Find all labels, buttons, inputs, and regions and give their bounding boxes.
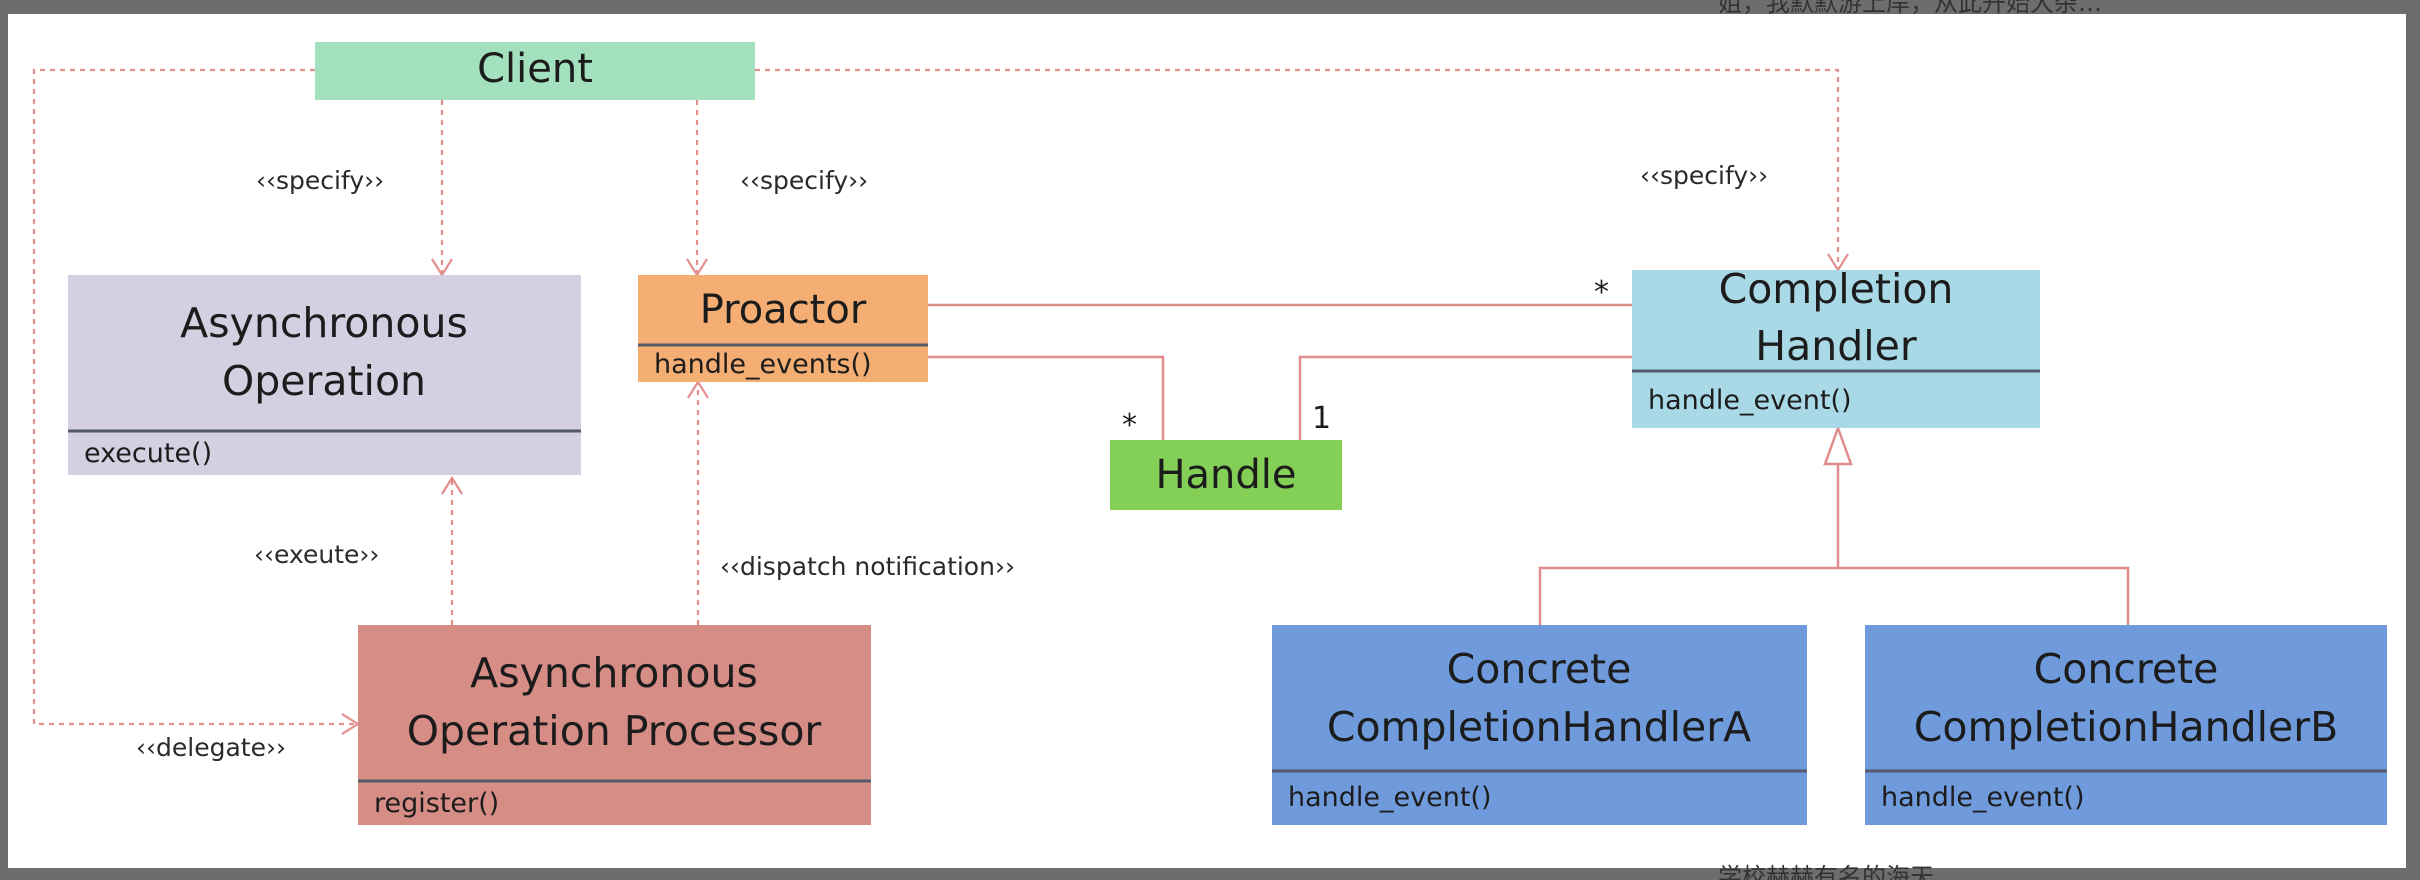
- specify-label-left: ‹‹specify››: [256, 166, 384, 195]
- completion-handler-box: [1632, 270, 2040, 428]
- class-proactor: Proactor handle_events(): [638, 275, 928, 382]
- concrete-b-box: [1865, 625, 2387, 825]
- class-client: Client: [315, 42, 755, 100]
- concrete-a-title-line1: Concrete: [1447, 645, 1632, 693]
- async-operation-title-line1: Asynchronous: [180, 299, 468, 347]
- generalization-triangle: [1823, 424, 1853, 466]
- proactor-box: [638, 275, 928, 382]
- async-operation-title-line2: Operation: [222, 357, 426, 405]
- proactor-title: Proactor: [700, 287, 867, 333]
- concrete-b-title-line2: CompletionHandlerB: [1914, 703, 2338, 751]
- exeute-label: ‹‹exeute››: [254, 540, 379, 569]
- overlay-caption-top: 姐，我默默游上岸，从此开始大杂…: [1718, 0, 2102, 14]
- specify-label-right: ‹‹specify››: [1640, 161, 1768, 190]
- class-concrete-handler-a: Concrete CompletionHandlerA handle_event…: [1272, 625, 1807, 825]
- class-concrete-handler-b: Concrete CompletionHandlerB handle_event…: [1865, 625, 2387, 825]
- multiplicity-proactor-completion: *: [1594, 275, 1609, 310]
- generalization-branch: [1538, 566, 2130, 625]
- class-async-operation-processor: Asynchronous Operation Processor registe…: [358, 625, 871, 825]
- handler-handle-association: [1298, 355, 1632, 440]
- async-operation-method: execute(): [84, 438, 212, 469]
- specify-label-middle: ‹‹specify››: [740, 166, 868, 195]
- delegate-connector: [32, 68, 358, 726]
- handle-box: [1110, 440, 1342, 510]
- client-title: Client: [477, 46, 593, 92]
- dispatch-notification-label: ‹‹dispatch notification››: [720, 552, 1015, 581]
- async-operation-box: [68, 275, 581, 475]
- concrete-a-box: [1272, 625, 1807, 825]
- concrete-b-method: handle_event(): [1881, 782, 2085, 813]
- processor-method: register(): [374, 788, 499, 819]
- class-completion-handler: Completion Handler handle_event(): [1632, 265, 2040, 428]
- completion-handler-method: handle_event(): [1648, 385, 1852, 416]
- concrete-b-title-line1: Concrete: [2034, 645, 2219, 693]
- processor-title-line2: Operation Processor: [407, 707, 822, 755]
- delegate-label: ‹‹delegate››: [136, 733, 286, 762]
- class-asynchronous-operation: Asynchronous Operation execute(): [68, 275, 581, 475]
- proactor-handle-association: [928, 355, 1165, 440]
- completion-handler-title-line2: Handler: [1755, 322, 1917, 370]
- concrete-a-title-line2: CompletionHandlerA: [1327, 703, 1751, 751]
- client-box: [315, 42, 755, 100]
- completion-handler-title-line1: Completion: [1719, 265, 1954, 313]
- concrete-a-method: handle_event(): [1288, 782, 1492, 813]
- processor-title-line1: Asynchronous: [470, 649, 758, 697]
- multiplicity-proactor-handle: *: [1122, 408, 1137, 443]
- proactor-method: handle_events(): [654, 349, 872, 380]
- handle-title: Handle: [1155, 452, 1296, 498]
- processor-box: [358, 625, 871, 825]
- exeute-arrowhead: [441, 475, 463, 495]
- class-handle: Handle: [1110, 440, 1342, 510]
- specify-connector-right: [755, 68, 1840, 270]
- multiplicity-handler-handle: 1: [1312, 401, 1331, 436]
- overlay-caption-bottom: 学校赫赫有名的海天: [1718, 863, 1934, 880]
